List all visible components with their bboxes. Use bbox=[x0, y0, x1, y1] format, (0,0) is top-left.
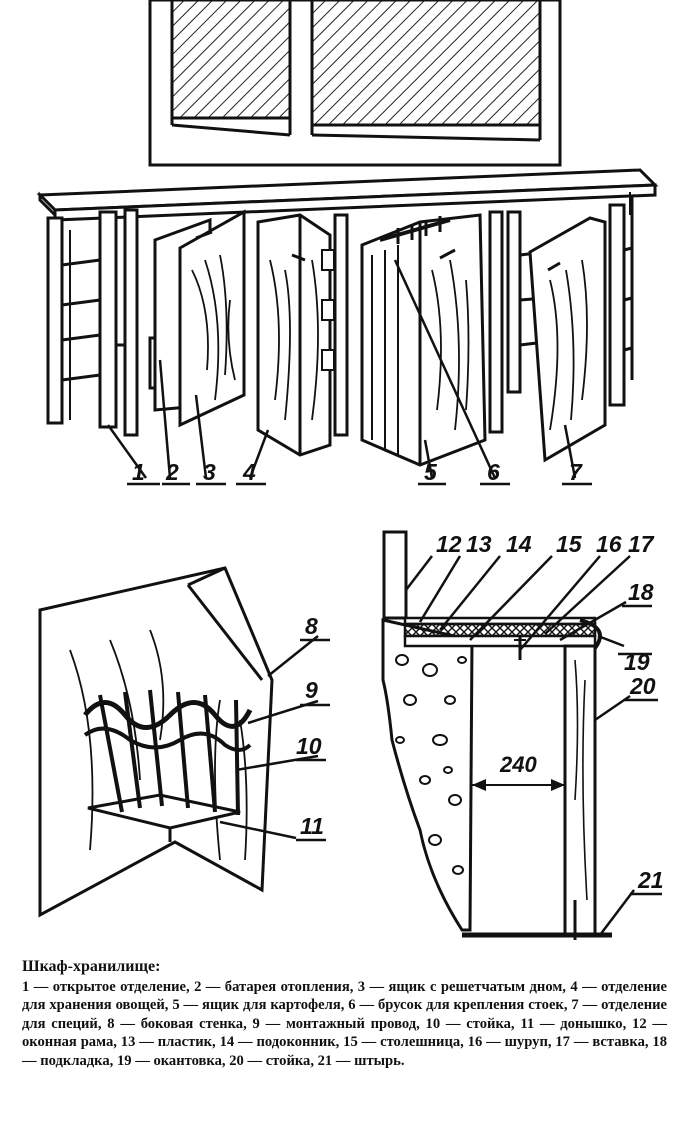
label-19: 19 bbox=[624, 649, 650, 675]
label-18: 18 bbox=[628, 579, 654, 605]
caption-title: Шкаф-хранилище: bbox=[22, 958, 161, 975]
section-leaders bbox=[405, 555, 662, 936]
side-wall-detail bbox=[38, 566, 274, 918]
open-compartment bbox=[46, 208, 139, 437]
label-2: 2 bbox=[165, 459, 179, 485]
drawer-slatted-bottom bbox=[153, 209, 246, 428]
top-view-drawing bbox=[36, 0, 659, 467]
caption-body: 1 — открытое отделение, 2 — батарея отоп… bbox=[22, 978, 667, 1069]
label-7: 7 bbox=[569, 459, 583, 485]
cabinet-diagram: 1 2 3 4 5 6 7 8 9 10 11 bbox=[36, 0, 664, 940]
label-15: 15 bbox=[556, 531, 583, 557]
vegetable-compartment bbox=[256, 213, 349, 457]
label-21: 21 bbox=[637, 867, 664, 893]
label-4: 4 bbox=[242, 459, 256, 485]
spice-compartment bbox=[506, 195, 634, 463]
side-wall-leaders bbox=[219, 635, 330, 842]
dimension-240: 240 bbox=[499, 752, 537, 777]
label-6: 6 bbox=[487, 459, 500, 485]
label-13: 13 bbox=[466, 531, 492, 557]
label-11: 11 bbox=[300, 813, 324, 839]
label-3: 3 bbox=[203, 459, 216, 485]
label-12: 12 bbox=[436, 531, 462, 557]
figure-caption: Шкаф-хранилище: 1 — открытое отделение, … bbox=[22, 958, 667, 1071]
section-detail bbox=[381, 530, 612, 940]
top-leaders bbox=[106, 259, 592, 486]
label-1: 1 bbox=[132, 459, 145, 485]
potato-drawer bbox=[360, 210, 504, 467]
label-14: 14 bbox=[506, 531, 532, 557]
window-frame bbox=[148, 0, 562, 167]
label-5: 5 bbox=[424, 459, 438, 485]
label-16: 16 bbox=[596, 531, 622, 557]
label-8: 8 bbox=[305, 613, 318, 639]
label-9: 9 bbox=[305, 677, 318, 703]
label-10: 10 bbox=[296, 733, 322, 759]
label-20: 20 bbox=[629, 673, 656, 699]
countertop bbox=[36, 168, 659, 222]
label-17: 17 bbox=[628, 531, 655, 557]
